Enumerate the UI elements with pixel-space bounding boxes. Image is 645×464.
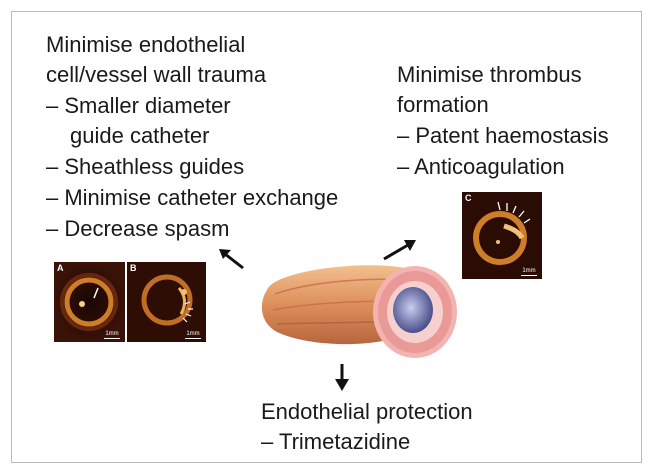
right-heading-line2: formation <box>397 90 489 119</box>
left-item: – Smaller diameter <box>46 91 231 120</box>
arrow-up-left-icon <box>217 246 245 270</box>
panel-b-scale: 1mm <box>185 331 201 339</box>
panel-a-scale: 1mm <box>104 331 120 339</box>
oct-image-a: A 1mm <box>54 262 125 342</box>
panel-b-label: B <box>130 263 137 273</box>
left-item: – Decrease spasm <box>46 214 229 243</box>
blood-vessel-illustration <box>255 250 461 362</box>
panel-c-label: C <box>465 193 472 203</box>
right-heading-line1: Minimise thrombus <box>397 60 582 89</box>
panel-c-scale: 1mm <box>521 268 537 276</box>
left-item: – Minimise catheter exchange <box>46 183 338 212</box>
bottom-heading: Endothelial protection <box>261 397 473 426</box>
left-item: – Sheathless guides <box>46 152 244 181</box>
right-item: – Anticoagulation <box>397 152 565 181</box>
oct-image-c: C 1mm <box>462 192 542 279</box>
left-item: guide catheter <box>70 121 209 150</box>
right-item: – Patent haemostasis <box>397 121 609 150</box>
oct-image-b: B 1mm <box>127 262 206 342</box>
left-heading-line1: Minimise endothelial <box>46 30 245 59</box>
bottom-item: – Trimetazidine <box>261 427 410 456</box>
arrow-down-icon <box>333 362 351 392</box>
arrow-up-right-icon <box>382 236 418 262</box>
panel-a-label: A <box>57 263 64 273</box>
left-heading-line2: cell/vessel wall trauma <box>46 60 266 89</box>
